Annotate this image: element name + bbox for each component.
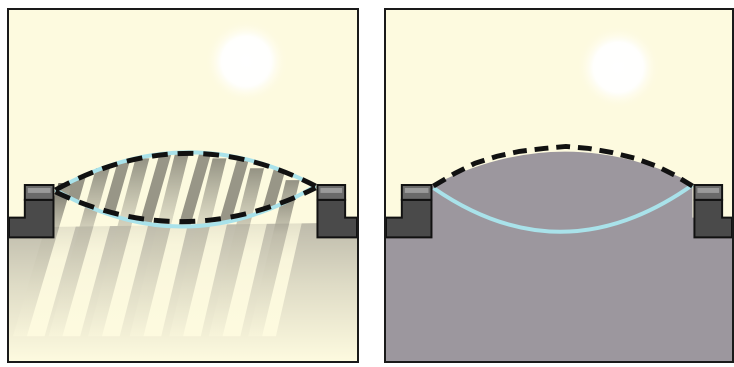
left-mount-block [386, 184, 433, 239]
lens-top-dashed [54, 150, 317, 193]
light-beam [129, 153, 189, 337]
meniscus-curve [432, 183, 694, 234]
right-mount-block [693, 184, 732, 239]
right-diagram-svg [386, 10, 732, 361]
lens-bottom-dashed [54, 185, 317, 225]
light-beam [169, 158, 227, 337]
light-beam [26, 183, 89, 337]
light-beam [208, 168, 265, 337]
light-beam [88, 158, 150, 337]
sun-icon [204, 19, 288, 103]
light-beam [262, 180, 312, 337]
left-diagram-svg [9, 10, 357, 361]
water-body [386, 151, 732, 361]
panel-right-lens-water [384, 8, 734, 363]
right-mount-block [316, 184, 357, 239]
left-mount-block [9, 184, 55, 239]
light-beam [12, 183, 73, 337]
upper-dashed-surface [432, 143, 694, 189]
sun-icon [576, 25, 660, 109]
light-beam [248, 180, 300, 337]
panel-left-lens-light [7, 8, 359, 363]
